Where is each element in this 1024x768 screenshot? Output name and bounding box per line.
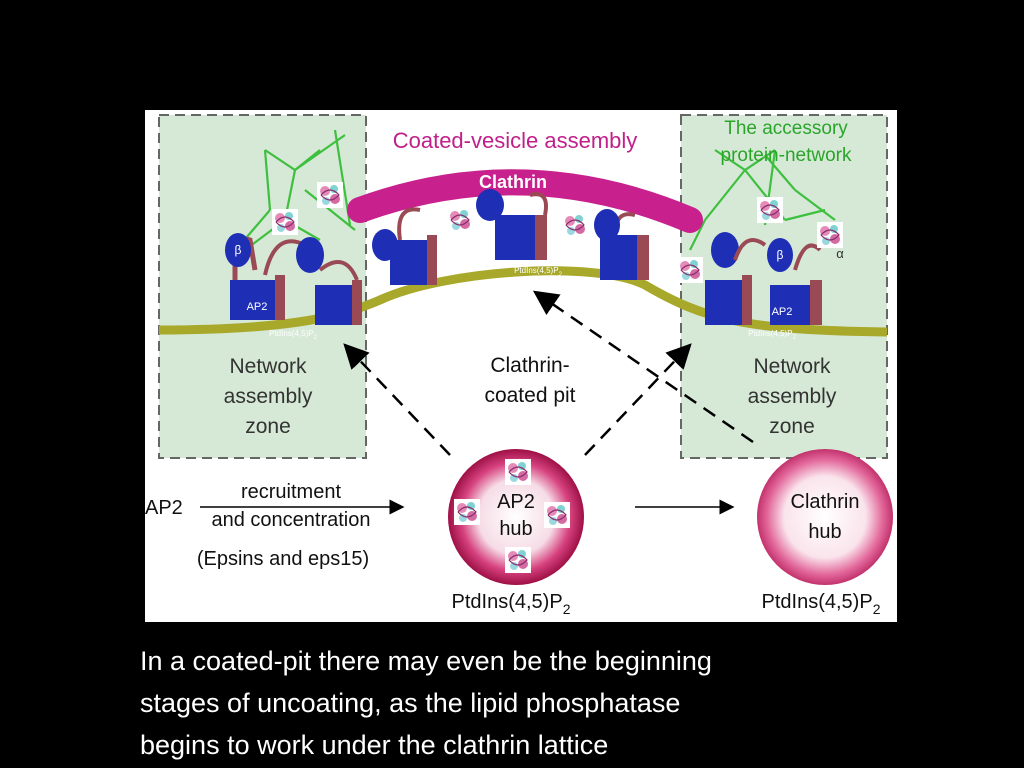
caption-line-3: begins to work under the clathrin lattic… — [140, 730, 609, 760]
epsins-label: (Epsins and eps15) — [197, 548, 369, 570]
lipid-small-label: PtdIns(4,5)P2 — [748, 329, 796, 341]
clathrin-hub — [757, 449, 893, 585]
lipid-small-label: PtdIns(4,5)P2 — [269, 329, 317, 341]
clathrin-hub-line1: Clathrin — [791, 491, 860, 513]
recruitment-line1: recruitment — [241, 481, 341, 503]
protein-structure-icon — [543, 501, 571, 529]
pit-label-line1: Clathrin- — [490, 354, 569, 377]
diagram-figure: AP2 AP2 β β α PtdIns(4,5)P2 PtdIns(4,5)P… — [145, 110, 897, 622]
ap2-hub — [448, 449, 584, 585]
lipid-small-label: PtdIns(4,5)P2 — [514, 266, 562, 278]
zone-right-line1: Network — [753, 355, 831, 378]
slide-caption: In a coated-pit there may even be the be… — [140, 640, 940, 766]
protein-structure-icon — [676, 256, 704, 284]
diagram-svg: AP2 AP2 β β α PtdIns(4,5)P2 PtdIns(4,5)P… — [145, 114, 893, 617]
dashed-arrows — [343, 290, 754, 456]
ap2-text: AP2 — [145, 497, 183, 519]
beta-label: β — [235, 243, 242, 257]
caption-line-1: In a coated-pit there may even be the be… — [140, 646, 712, 676]
zone-right-line2: assembly — [748, 385, 837, 408]
ap2-adaptor-icon — [594, 209, 649, 280]
lipid-label-right: PtdIns(4,5)P2 — [762, 591, 881, 617]
protein-structure-icon — [446, 206, 474, 234]
ap2-adaptor-icon — [225, 233, 306, 320]
protein-structure-icon — [316, 181, 344, 209]
zone-left-line3: zone — [245, 415, 291, 438]
accessory-title-line2: protein-network — [721, 145, 852, 166]
ap2-adaptor-icon — [372, 207, 437, 285]
pit-label-line2: coated pit — [484, 384, 575, 407]
lipid-label-left: PtdIns(4,5)P2 — [452, 591, 571, 617]
protein-structure-icon — [561, 211, 589, 239]
ap2-hub-line1: AP2 — [497, 491, 535, 513]
zone-left-line1: Network — [229, 355, 307, 378]
ap2-adaptor-icon — [705, 232, 767, 325]
beta-label: β — [777, 248, 784, 262]
protein-structure-icon — [453, 498, 481, 526]
ap2-hub-line2: hub — [499, 518, 532, 540]
protein-structure-icon — [504, 458, 532, 486]
accessory-title-line1: The accessory — [724, 118, 848, 139]
caption-line-2: stages of uncoating, as the lipid phosph… — [140, 688, 681, 718]
clathrin-coat — [347, 169, 703, 233]
protein-structure-icon — [756, 196, 784, 224]
ap2-box-label: AP2 — [247, 301, 268, 313]
recruitment-line2: and concentration — [211, 509, 370, 531]
zone-right-line3: zone — [769, 415, 815, 438]
clathrin-hub-line2: hub — [808, 521, 841, 543]
protein-structure-icon — [816, 221, 844, 249]
ap2-box-label: AP2 — [772, 306, 793, 318]
alpha-label: α — [836, 246, 844, 261]
protein-structure-icon — [504, 546, 532, 574]
ap2-adaptor-icon — [476, 189, 548, 260]
ap2-adaptor-icon — [767, 238, 822, 325]
protein-structure-icon — [271, 208, 299, 236]
clathrin-label: Clathrin — [479, 172, 547, 192]
zone-left-line2: assembly — [224, 385, 313, 408]
diagram-title: Coated-vesicle assembly — [393, 128, 638, 153]
ap2-adaptor-icon — [296, 237, 362, 325]
